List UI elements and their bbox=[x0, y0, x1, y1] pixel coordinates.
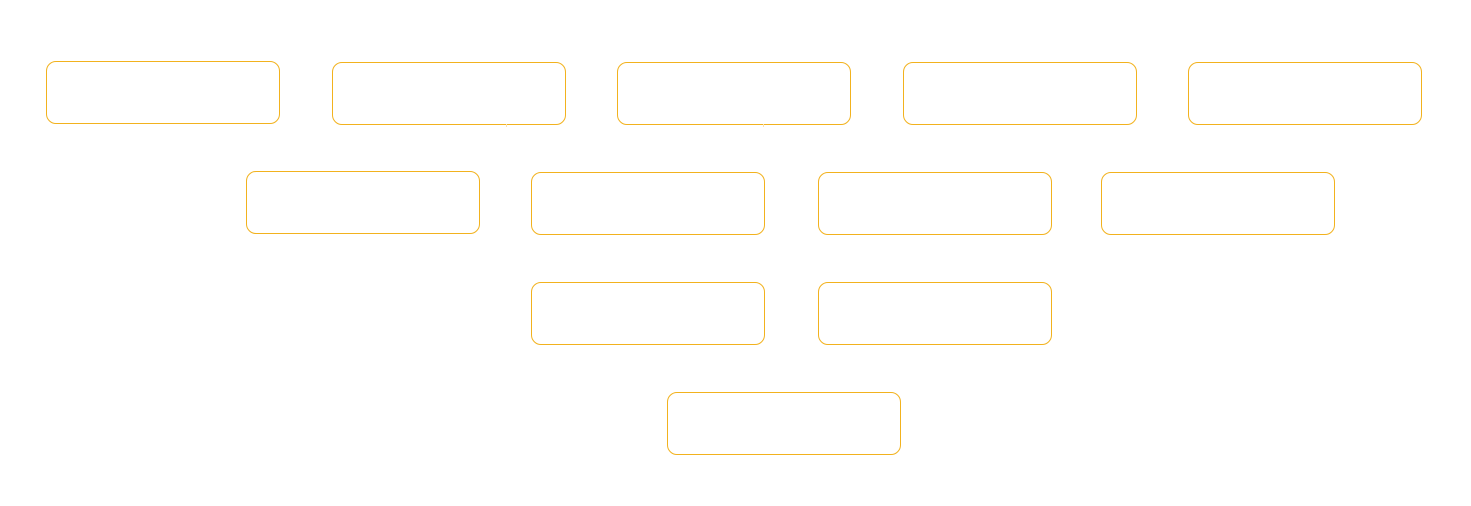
diagram-node-r0-n3 bbox=[903, 62, 1137, 125]
diagram-node-r3-n0 bbox=[667, 392, 901, 455]
diagram-node-r0-n0 bbox=[46, 61, 280, 124]
diagram-node-r1-n3 bbox=[1101, 172, 1335, 235]
diagram-node-r1-n1 bbox=[531, 172, 765, 235]
connector-stub bbox=[763, 124, 764, 127]
diagram-node-r0-n1 bbox=[332, 62, 566, 125]
diagram-node-r1-n0 bbox=[246, 171, 480, 234]
diagram-node-r2-n0 bbox=[531, 282, 765, 345]
connector-stub bbox=[506, 124, 507, 127]
diagram-node-r0-n4 bbox=[1188, 62, 1422, 125]
diagram-node-r0-n2 bbox=[617, 62, 851, 125]
diagram-node-r1-n2 bbox=[818, 172, 1052, 235]
diagram-node-r2-n1 bbox=[818, 282, 1052, 345]
